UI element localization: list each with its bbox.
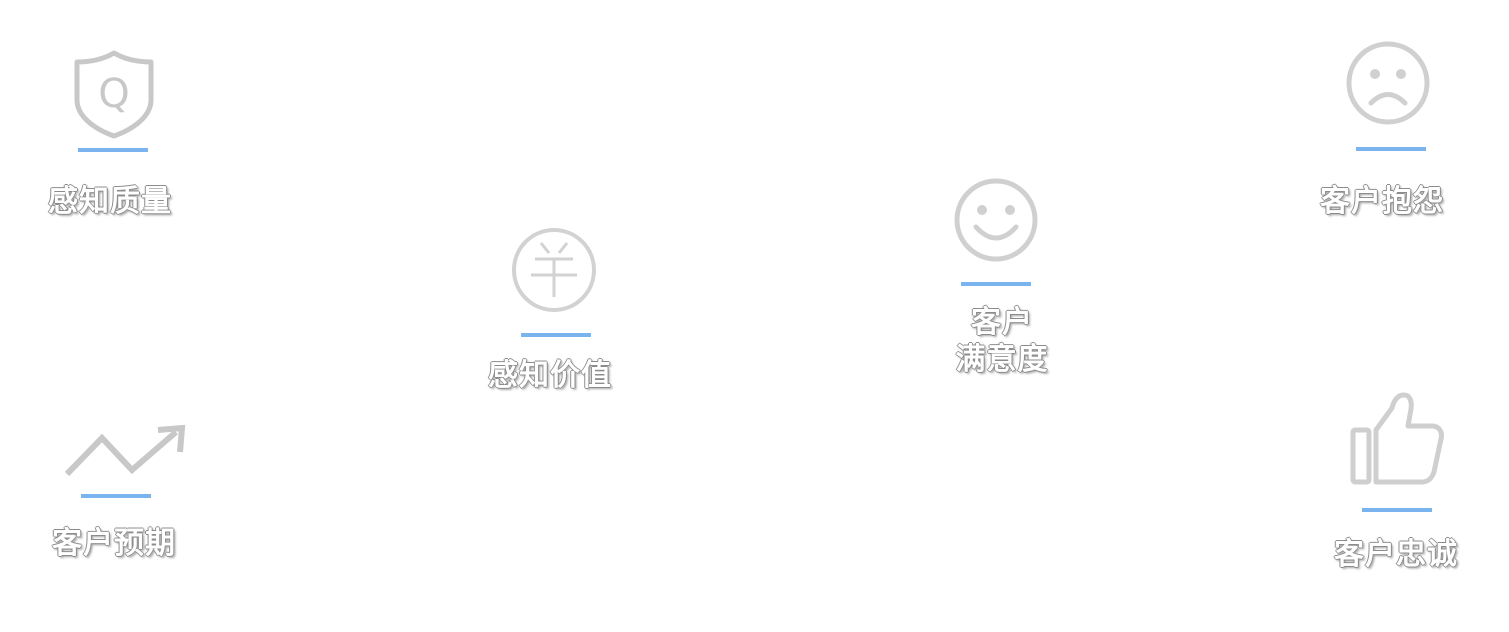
smile-face-icon <box>954 178 1038 262</box>
underline-customer-loyalty <box>1362 508 1432 512</box>
label-customer-expectation: 客户预期 <box>52 526 176 561</box>
shield-q-letter: Q <box>98 71 129 117</box>
underline-perceived-quality <box>78 148 148 152</box>
label-customer-satisfaction-line1: 客户 <box>971 305 1033 340</box>
thumbs-up-icon <box>1350 392 1444 485</box>
underline-customer-complaint <box>1356 147 1426 151</box>
shield-q-icon: Q <box>74 50 154 139</box>
trend-arrow-icon <box>64 424 186 477</box>
label-customer-loyalty: 客户忠诚 <box>1334 537 1458 572</box>
label-customer-complaint: 客户抱怨 <box>1320 184 1444 219</box>
sad-face-icon <box>1346 41 1430 125</box>
label-customer-satisfaction: 客户 满意度 <box>946 303 1058 380</box>
underline-perceived-value <box>521 333 591 337</box>
underline-customer-satisfaction <box>961 282 1031 286</box>
underline-customer-expectation <box>81 494 151 498</box>
label-perceived-value: 感知价值 <box>488 358 612 393</box>
yuan-coin-icon <box>512 228 596 312</box>
label-customer-satisfaction-line2: 满意度 <box>955 341 1049 377</box>
label-perceived-quality: 感知质量 <box>48 184 172 219</box>
